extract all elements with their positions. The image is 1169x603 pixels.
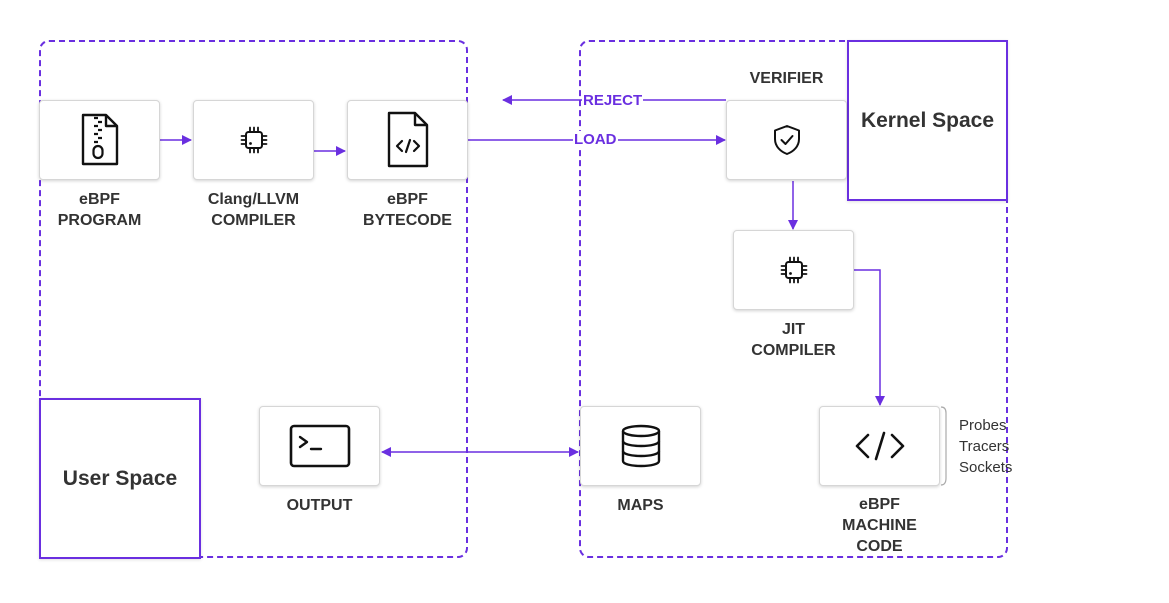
kernel-space-zone xyxy=(579,40,1008,558)
terminal-icon xyxy=(289,424,350,468)
zip-file-icon xyxy=(81,113,118,166)
code-file-icon xyxy=(387,111,428,168)
user-space-label: User Space xyxy=(39,398,201,559)
clang-llvm-compiler-node[interactable] xyxy=(193,100,314,180)
ebpf-machine-code-node[interactable] xyxy=(819,406,940,486)
reject-label: REJECT xyxy=(582,92,644,110)
chip-icon xyxy=(780,256,807,284)
load-label: LOAD xyxy=(573,131,618,149)
arrow-jit-to-machine-code xyxy=(854,269,885,406)
ebpf-program-node[interactable] xyxy=(39,100,160,180)
output-node[interactable] xyxy=(259,406,380,486)
kernel-space-label: Kernel Space xyxy=(847,40,1008,201)
user-space-zone xyxy=(39,40,468,558)
output-caption: OUTPUT xyxy=(286,497,353,514)
shield-check-icon xyxy=(773,125,800,155)
attach-targets-bracket xyxy=(940,406,947,486)
jit-compiler-node[interactable] xyxy=(733,230,854,310)
attach-targets-list: Probes Tracers Sockets xyxy=(959,415,1012,478)
ebpf-bytecode-node[interactable] xyxy=(347,100,468,180)
chip-icon xyxy=(240,126,267,154)
attach-target-probes: Probes xyxy=(959,417,1007,434)
attach-target-tracers: Tracers xyxy=(959,438,1010,455)
code-brackets-icon xyxy=(855,431,904,461)
maps-caption: MAPS xyxy=(617,497,664,514)
database-icon xyxy=(621,424,660,468)
attach-target-sockets: Sockets xyxy=(959,459,1013,476)
maps-node[interactable] xyxy=(580,406,701,486)
verifier-node[interactable] xyxy=(726,100,847,180)
verifier-caption: VERIFIER xyxy=(749,70,824,87)
